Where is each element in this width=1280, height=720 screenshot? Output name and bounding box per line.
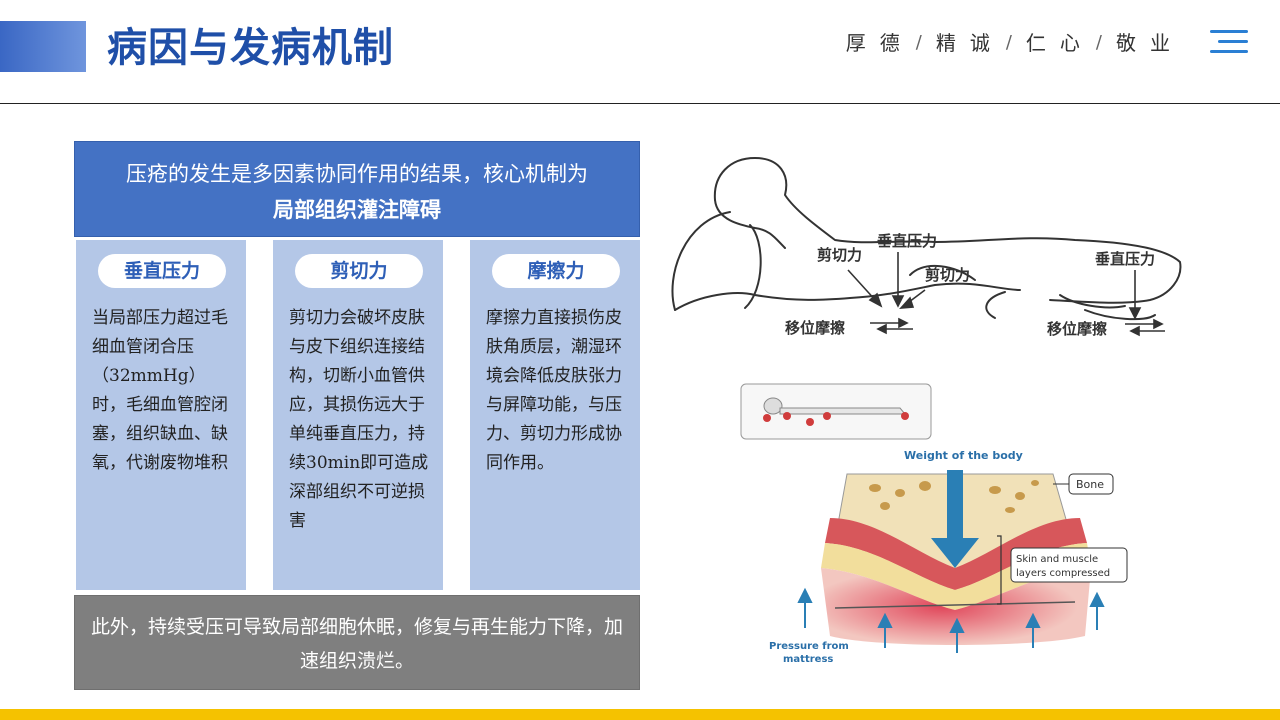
motto: 厚德 / 精诚 / 仁心 / 敬业 (846, 28, 1184, 58)
label-shear-1: 剪切力 (817, 246, 862, 264)
footer-bar (0, 709, 1280, 720)
label-friction-1: 移位摩擦 (785, 319, 845, 337)
label-friction-2: 移位摩擦 (1047, 320, 1107, 338)
label-bone: Bone (1076, 478, 1104, 491)
motto-word: 厚德 (845, 31, 914, 55)
motto-word: 仁心 (1025, 31, 1094, 55)
force-diagram: 垂直压力 剪切力 剪切力 垂直压力 移位摩擦 移位摩擦 (671, 157, 1182, 338)
motto-word: 精诚 (935, 31, 1004, 55)
motto-separator: / (1005, 32, 1012, 53)
column-vertical-pressure: 垂直压力 当局部压力超过毛细血管闭合压（32mmHg）时，毛细血管腔闭塞，组织缺… (76, 240, 246, 590)
motto-word: 敬业 (1116, 31, 1184, 55)
label-pressure-from: Pressure from (769, 641, 849, 652)
summary-line-2: 局部组织灌注障碍 (273, 198, 441, 222)
patient-icon (763, 397, 909, 426)
column-title-pill: 摩擦力 (492, 254, 620, 288)
motto-separator: / (1095, 32, 1102, 53)
column-text: 当局部压力超过毛细血管闭合压（32mmHg）时，毛细血管腔闭塞，组织缺血、缺氧，… (92, 308, 228, 473)
column-friction: 摩擦力 摩擦力直接损伤皮肤角质层，潮湿环境会降低皮肤张力与屏障功能，与压力、剪切… (470, 240, 640, 590)
label-vertical-pressure-1: 垂直压力 (877, 232, 937, 250)
label-vertical-pressure-2: 垂直压力 (1095, 250, 1155, 268)
label-skin-muscle-1: Skin and muscle (1016, 554, 1098, 565)
menu-icon[interactable] (1210, 30, 1248, 54)
header-divider (0, 103, 1280, 104)
label-mattress: mattress (783, 654, 833, 665)
column-text: 剪切力会破坏皮肤与皮下组织连接结构，切断小血管供应，其损伤远大于单纯垂直压力，持… (289, 308, 429, 531)
column-title-pill: 垂直压力 (98, 254, 226, 288)
motto-separator: / (915, 32, 922, 53)
header-accent-block (0, 21, 86, 72)
label-shear-2: 剪切力 (925, 266, 970, 284)
summary-line-1: 压疮的发生是多因素协同作用的结果，核心机制为 (126, 162, 588, 186)
label-weight-of-body: Weight of the body (904, 449, 1023, 462)
footer-note-box: 此外，持续受压可导致局部细胞休眠，修复与再生能力下降，加速组织溃烂。 (74, 595, 640, 690)
column-title-pill: 剪切力 (295, 254, 423, 288)
page-title: 病因与发病机制 (107, 25, 394, 71)
footer-note-text: 此外，持续受压可导致局部细胞休眠，修复与再生能力下降，加速组织溃烂。 (90, 616, 623, 672)
column-text: 摩擦力直接损伤皮肤角质层，潮湿环境会降低皮肤张力与屏障功能，与压力、剪切力形成协… (486, 308, 622, 473)
label-skin-muscle-2: layers compressed (1016, 568, 1110, 579)
pressure-cross-section: Weight of the body Bone Skin and muscle … (740, 383, 1128, 665)
column-shear-force: 剪切力 剪切力会破坏皮肤与皮下组织连接结构，切断小血管供应，其损伤远大于单纯垂直… (273, 240, 443, 590)
summary-box: 压疮的发生是多因素协同作用的结果，核心机制为 局部组织灌注障碍 (74, 141, 640, 237)
